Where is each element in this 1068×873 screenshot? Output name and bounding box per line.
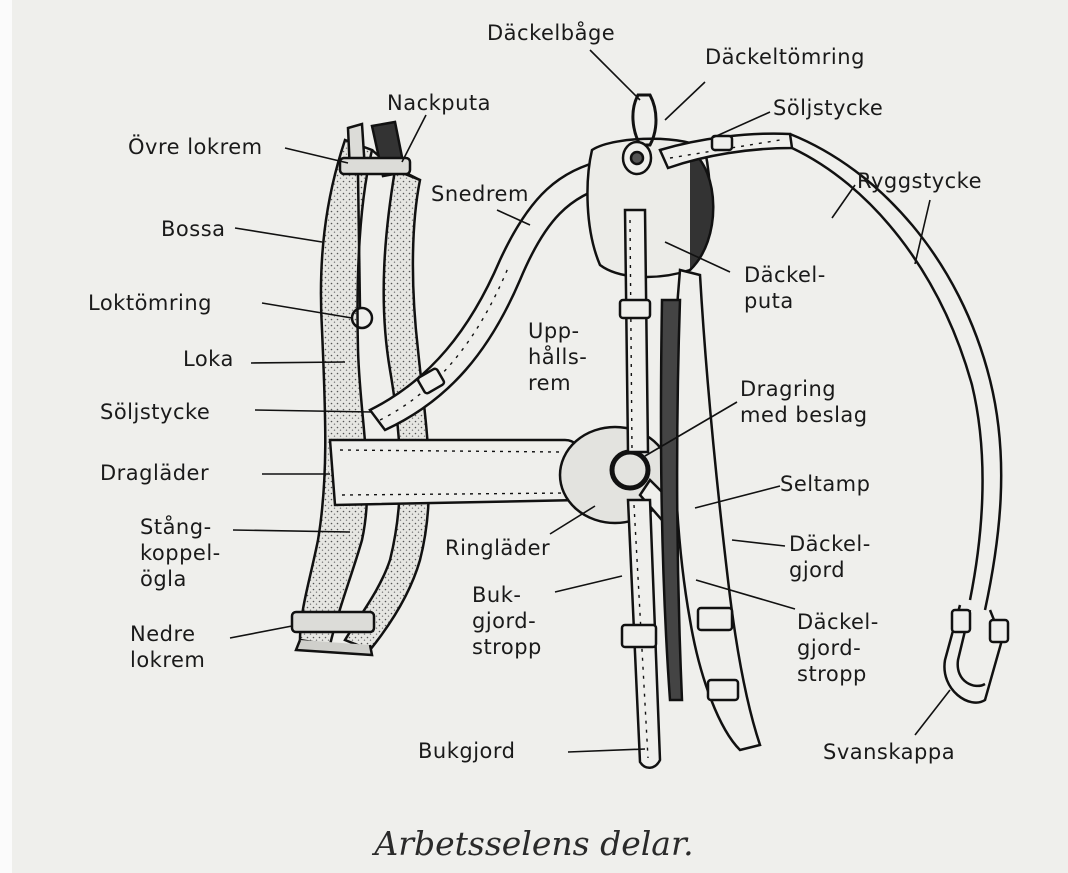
label-svanskappa: Svanskappa bbox=[823, 739, 955, 765]
label-dackelgjordstropp: Däckel- gjord- stropp bbox=[797, 609, 879, 687]
label-bossa: Bossa bbox=[161, 216, 226, 242]
trace-leather bbox=[330, 440, 585, 505]
back-pad bbox=[587, 95, 713, 277]
label-draglader: Dragläder bbox=[100, 460, 209, 486]
label-snedrem: Snedrem bbox=[431, 181, 529, 207]
label-stangkoppel: Stång- koppel- ögla bbox=[140, 514, 221, 592]
label-bukgjord: Bukgjord bbox=[418, 738, 516, 764]
label-seltamp: Seltamp bbox=[780, 471, 870, 497]
label-dackelbage: Däckelbåge bbox=[487, 20, 615, 46]
label-upphallsrem: Upp- hålls- rem bbox=[528, 318, 587, 396]
label-soljstycke-left: Söljstycke bbox=[100, 399, 210, 425]
label-ringlader: Ringläder bbox=[445, 535, 550, 561]
label-dackeltomring: Däckeltömring bbox=[705, 44, 865, 70]
saddle-girth bbox=[661, 270, 760, 750]
top-buckle-strap bbox=[660, 134, 792, 168]
label-dackelputa: Däckel- puta bbox=[744, 262, 826, 314]
label-nackputa: Nackputa bbox=[387, 90, 491, 116]
figure-caption: Arbetsselens delar. bbox=[0, 824, 1068, 863]
label-loktomring: Loktömring bbox=[88, 290, 212, 316]
label-loka: Loka bbox=[183, 346, 234, 372]
label-dackelgjord: Däckel- gjord bbox=[789, 531, 871, 583]
label-bukgjordstropp: Buk- gjord- stropp bbox=[472, 582, 542, 660]
label-ovre-lokrem: Övre lokrem bbox=[128, 134, 263, 160]
label-dragring: Dragring med beslag bbox=[740, 376, 868, 428]
label-soljstycke-top: Söljstycke bbox=[773, 95, 883, 121]
label-ryggstycke: Ryggstycke bbox=[857, 168, 982, 194]
label-nedre-lokrem: Nedre lokrem bbox=[130, 621, 205, 673]
